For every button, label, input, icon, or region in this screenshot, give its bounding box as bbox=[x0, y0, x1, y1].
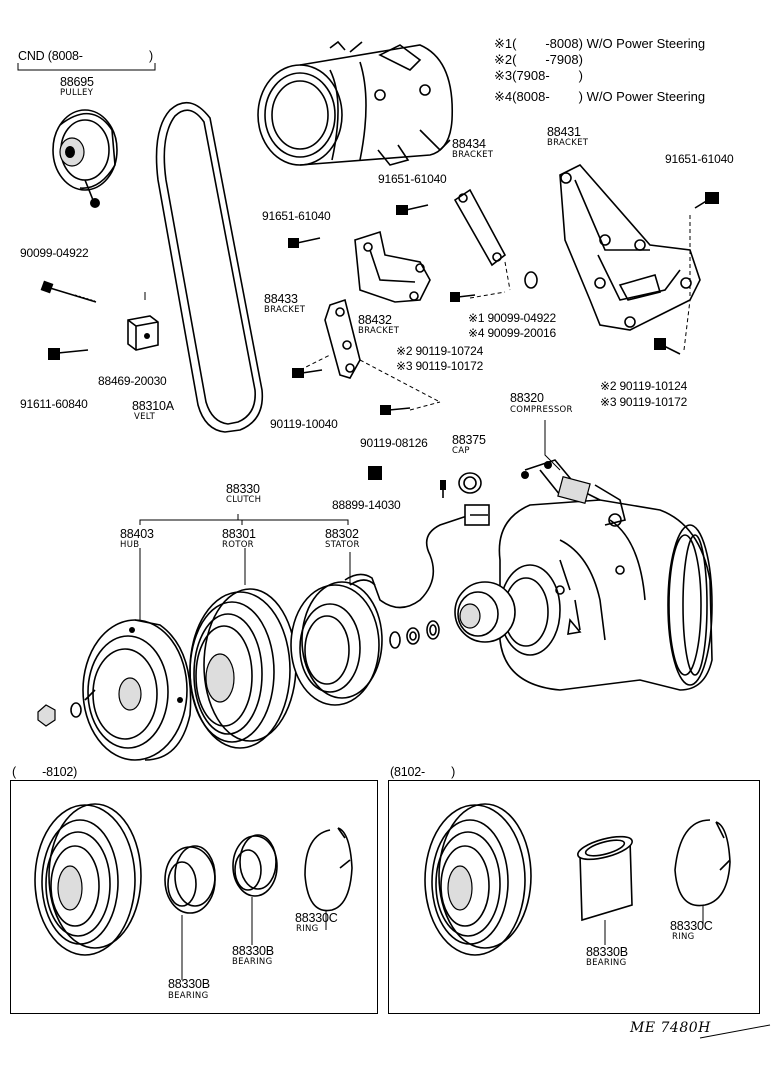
rotor-number: 88301 bbox=[222, 527, 256, 541]
cnd-bracket-line bbox=[17, 63, 156, 71]
left-panel-drawing bbox=[34, 803, 353, 980]
bolt-90119-10040-label: 90119-10040 bbox=[270, 417, 338, 431]
hub-drawing bbox=[37, 619, 192, 761]
legend-mark: ※2 bbox=[494, 52, 513, 67]
clutch-number: 88330 bbox=[226, 482, 260, 496]
bolt-90099-04922-drawing bbox=[40, 280, 97, 303]
legend-range: (7908- ) bbox=[512, 68, 583, 83]
pulley-drawing bbox=[52, 109, 118, 208]
legend-range: ( -7908) bbox=[512, 52, 583, 67]
footer-mark bbox=[699, 1024, 771, 1039]
bolt-note-2a: ※2 90119-10724 bbox=[396, 344, 484, 358]
compressor-name: COMPRESSOR bbox=[510, 405, 573, 415]
bolt-91611-drawing bbox=[48, 348, 89, 360]
left-ring-number: 88330C bbox=[295, 911, 338, 925]
cap-number: 88375 bbox=[452, 433, 486, 447]
belt-name: VELT bbox=[134, 412, 156, 422]
right-ring-name: RING bbox=[672, 932, 695, 942]
legend-row-2: ※2( -7908) bbox=[494, 52, 583, 68]
bracket-88432-number: 88432 bbox=[358, 313, 392, 327]
bracket-88432-drawing bbox=[354, 230, 431, 303]
pulley-name: PULLEY bbox=[60, 88, 94, 98]
bracket-88432-name: BRACKET bbox=[358, 326, 400, 336]
belt-drawing bbox=[155, 101, 264, 433]
bolt-note-3b: ※3 90119-10172 bbox=[600, 395, 688, 409]
switch-88899-label: 88899-14030 bbox=[332, 498, 401, 512]
bracket-88433-name: BRACKET bbox=[264, 305, 306, 315]
cap-name: CAP bbox=[452, 446, 470, 456]
legend-mark: ※1 bbox=[494, 36, 513, 51]
left-bearing-a-name: BEARING bbox=[168, 991, 209, 1001]
pulley-number: 88695 bbox=[60, 75, 94, 89]
bolt-91651-drawings bbox=[288, 192, 719, 248]
compressor-number: 88320 bbox=[510, 391, 544, 405]
right-panel-drawing bbox=[424, 803, 731, 956]
washer-drawings bbox=[389, 620, 440, 649]
legend-note: W/O Power Steering bbox=[586, 89, 706, 104]
bracket-88431-drawing bbox=[559, 164, 701, 351]
stator-drawing bbox=[290, 504, 490, 706]
bolt-91611-label: 91611-60840 bbox=[20, 397, 88, 411]
bracket-88434-drawing bbox=[453, 188, 511, 299]
bolt-91651-b-label: 91651-61040 bbox=[378, 172, 447, 186]
right-panel-box bbox=[388, 780, 760, 1014]
cnd-label: CND (8008- bbox=[18, 49, 83, 63]
bolt-90099-04922-left-label: 90099-04922 bbox=[20, 246, 89, 260]
left-panel-title: ( -8102) bbox=[12, 765, 78, 779]
right-bearing-number: 88330B bbox=[586, 945, 628, 959]
legend-note: W/O Power Steering bbox=[586, 36, 706, 51]
switch-cap-drawing bbox=[368, 466, 482, 498]
hub-name: HUB bbox=[120, 540, 140, 550]
cnd-close: ) bbox=[149, 49, 153, 63]
legend-range: (8008- ) bbox=[512, 89, 583, 104]
left-panel-box bbox=[10, 780, 378, 1014]
clutch-leader-lines bbox=[139, 548, 351, 630]
top-compressor-drawing bbox=[257, 40, 454, 166]
bracket-88434-number: 88434 bbox=[452, 137, 486, 151]
belt-number: 88310A bbox=[132, 399, 174, 413]
block-88469-label: 88469-20030 bbox=[98, 374, 167, 388]
clutch-bracket-line bbox=[139, 514, 349, 525]
bracket-88431-number: 88431 bbox=[547, 125, 581, 139]
left-bearing-b-number: 88330B bbox=[232, 944, 274, 958]
bolt-91651-c-label: 91651-61040 bbox=[665, 152, 734, 166]
bolt-note-3a: ※3 90119-10172 bbox=[396, 359, 484, 373]
drawing-code: ME 7480H bbox=[630, 1020, 711, 1036]
rotor-drawing bbox=[189, 588, 297, 749]
bolt-90119-08126-label: 90119-08126 bbox=[360, 436, 428, 450]
bracket-88431-name: BRACKET bbox=[547, 138, 589, 148]
rotor-name: ROTOR bbox=[222, 540, 254, 550]
legend-row-3: ※3(7908- ) bbox=[494, 68, 583, 84]
bolt-note-4: ※4 90099-20016 bbox=[468, 326, 556, 340]
clutch-name: CLUTCH bbox=[226, 495, 262, 505]
left-ring-name: RING bbox=[296, 924, 319, 934]
legend-row-4: ※4(8008- ) W/O Power Steering bbox=[494, 89, 705, 105]
compressor-drawing bbox=[454, 420, 713, 691]
legend-mark: ※3 bbox=[494, 68, 513, 83]
right-panel-title: (8102- ) bbox=[390, 765, 456, 779]
bolt-note-2b: ※2 90119-10124 bbox=[600, 379, 688, 393]
left-bearing-b-name: BEARING bbox=[232, 957, 273, 967]
bolt-note-1: ※1 90099-04922 bbox=[468, 311, 556, 325]
bolt-91651-a-label: 91651-61040 bbox=[262, 209, 331, 223]
stator-number: 88302 bbox=[325, 527, 359, 541]
bracket-88434-name: BRACKET bbox=[452, 150, 494, 160]
bracket-88433-number: 88433 bbox=[264, 292, 298, 306]
right-bearing-name: BEARING bbox=[586, 958, 627, 968]
small-bolt-drawings bbox=[292, 271, 681, 415]
left-bearing-a-number: 88330B bbox=[168, 977, 210, 991]
legend-mark: ※4 bbox=[494, 89, 513, 104]
legend-row-1: ※1( -8008) W/O Power Steering bbox=[494, 36, 705, 52]
right-ring-number: 88330C bbox=[670, 919, 713, 933]
legend-range: ( -8008) bbox=[512, 36, 583, 51]
bracket-88433-drawing bbox=[324, 298, 441, 411]
block-88469-drawing bbox=[127, 292, 159, 351]
stator-name: STATOR bbox=[325, 540, 360, 550]
hub-number: 88403 bbox=[120, 527, 154, 541]
